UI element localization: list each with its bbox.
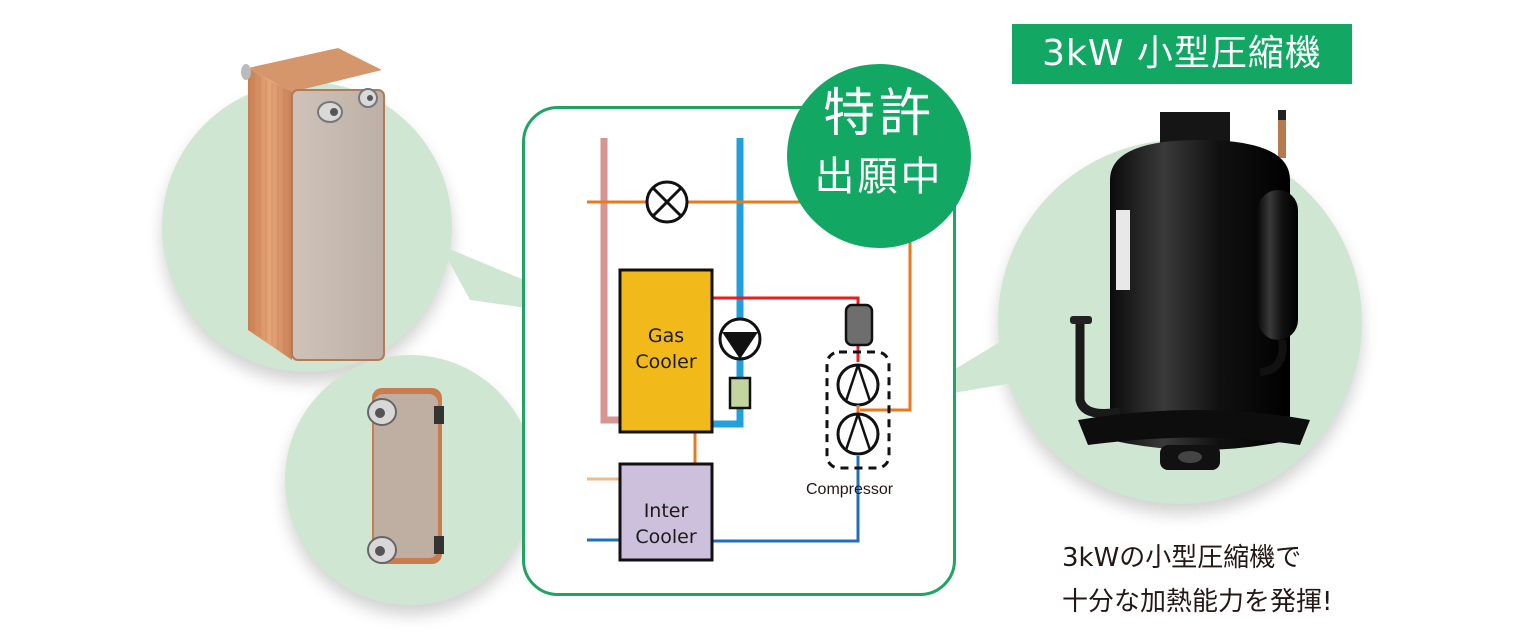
compressor-enclosure [825,350,891,470]
gas-cooler-label: Gas Cooler [620,323,712,375]
expansion-valve-icon [645,180,689,224]
small-heat-exchanger-photo [367,388,444,564]
pink-water-pipe [600,138,620,424]
patent-badge-line1: 特許 [822,84,935,144]
compressor-stage-2-icon [836,412,880,456]
caption-line2: 十分な加熱能力を発揮! [1062,587,1333,617]
gas-cooler-label-line2: Cooler [635,351,697,373]
gas-cooler-label-line1: Gas [647,325,685,347]
patent-badge-line2: 出願中 [814,154,944,200]
inter-cooler-label-line1: Inter [643,500,689,522]
caption: 3kWの小型圧縮機で 十分な加熱能力を発揮! [1062,536,1332,624]
gas-cooler-box [618,268,714,434]
compressor-photo [1070,110,1310,470]
patent-pending-badge: 特許 出願中 [787,64,971,248]
inter-cooler-label-line2: Cooler [635,526,697,548]
blue-suction-line [712,456,860,543]
product-banner: 3kW 小型圧縮機 [1012,24,1352,84]
compressor-label: Compressor [806,481,894,498]
inter-cooler-label: Inter Cooler [620,498,712,550]
compressor-stage-1-icon [836,363,880,407]
orange-refrigerant-line [587,200,912,412]
large-heat-exchanger-photo [241,48,385,361]
pump-icon [718,317,762,361]
caption-line1: 3kWの小型圧縮機で [1062,543,1302,573]
receiver-icon [844,303,874,347]
inter-cooler-box [618,462,714,562]
filter-icon [728,376,752,410]
